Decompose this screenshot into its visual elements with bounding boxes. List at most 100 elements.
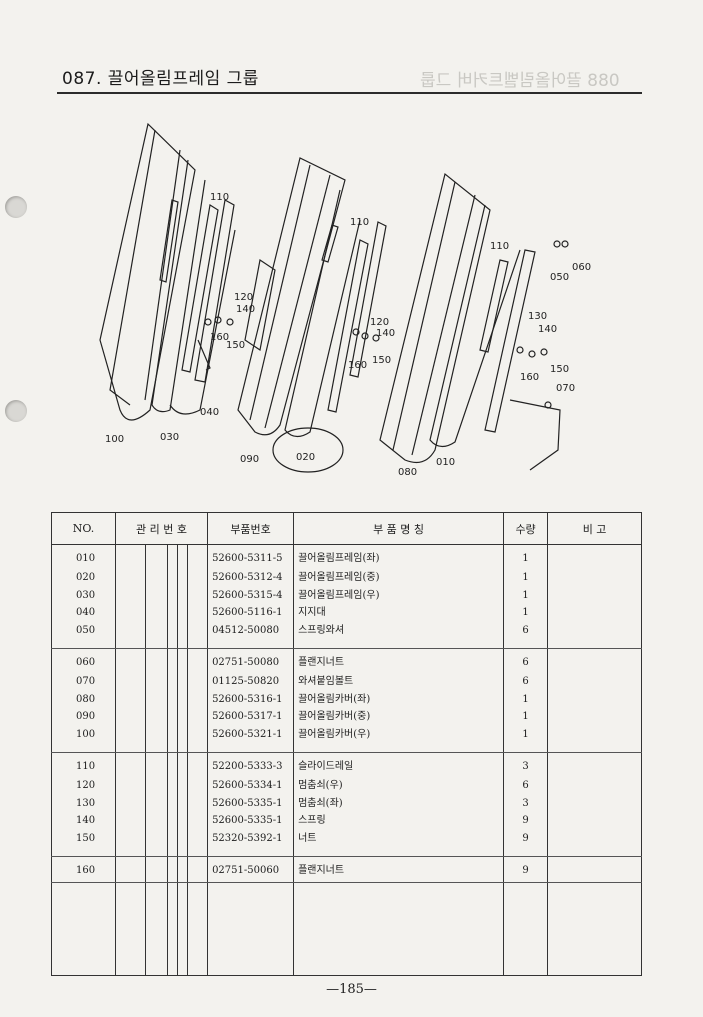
cell-remark: [547, 752, 643, 778]
cell-mgmt: [145, 856, 168, 882]
cell-part-no: 52600-5335-1: [207, 795, 295, 814]
cell-empty: [115, 882, 146, 976]
cell-name: 너트: [293, 831, 505, 858]
cell-mgmt: [145, 648, 168, 674]
cell-mgmt: [115, 605, 146, 624]
col-header-remark: 비 고: [547, 512, 643, 545]
cell-name: 끌어올림카버(좌): [293, 691, 505, 710]
cell-mgmt: [186, 752, 209, 778]
cell-mgmt: [167, 795, 178, 814]
page-title: 087. 끌어올림프레임 그룹: [62, 69, 259, 89]
cell-name: 끌어올림프레임(우): [293, 587, 505, 606]
cell-name: 끌어올림프레임(좌): [293, 544, 505, 570]
cell-name: 멈춤쇠(좌): [293, 795, 505, 814]
callout-160b: 160: [348, 360, 367, 371]
cell-mgmt: [177, 648, 188, 674]
cell-qty: 1: [503, 691, 549, 710]
cell-mgmt: [186, 709, 209, 728]
cell-mgmt: [186, 587, 209, 606]
cell-mgmt: [167, 727, 178, 754]
cell-mgmt: [186, 831, 209, 858]
cell-mgmt: [115, 831, 146, 858]
table-filler-row: [51, 882, 643, 976]
cell-mgmt: [115, 544, 146, 570]
cell-no: 010: [51, 544, 116, 570]
cell-name: 스프링: [293, 813, 505, 832]
cell-part-no: 04512-50080: [207, 623, 295, 650]
callout-130: 130: [528, 311, 547, 322]
cell-qty: 1: [503, 727, 549, 754]
cell-name: 스프링와셔: [293, 623, 505, 650]
cell-mgmt: [167, 752, 178, 778]
cell-mgmt: [177, 673, 188, 692]
cell-mgmt: [115, 777, 146, 796]
cell-mgmt: [145, 673, 168, 692]
cell-qty: 1: [503, 605, 549, 624]
cell-empty: [167, 882, 178, 976]
cell-mgmt: [167, 831, 178, 858]
callout-110c: 110: [490, 241, 509, 252]
col-header-qty: 수량: [503, 512, 549, 545]
cell-mgmt: [167, 569, 178, 588]
cell-empty: [177, 882, 188, 976]
cell-mgmt: [115, 587, 146, 606]
cell-mgmt: [115, 623, 146, 650]
callout-160c: 160: [520, 372, 539, 383]
cell-remark: [547, 856, 643, 882]
cell-empty: [547, 882, 643, 976]
col-header-mgmt: 관 리 번 호: [114, 512, 209, 545]
callout-070: 070: [556, 383, 575, 394]
cell-mgmt: [177, 691, 188, 710]
cell-qty: 1: [503, 569, 549, 588]
cell-no: 060: [51, 648, 116, 674]
cell-no: 050: [51, 623, 116, 650]
cell-mgmt: [167, 587, 178, 606]
cell-mgmt: [177, 727, 188, 754]
cell-mgmt: [115, 795, 146, 814]
cell-qty: 9: [503, 813, 549, 832]
cell-remark: [547, 727, 643, 754]
cell-remark: [547, 777, 643, 796]
cell-remark: [547, 831, 643, 858]
cell-no: 020: [51, 569, 116, 588]
cell-mgmt: [186, 813, 209, 832]
callout-140b: 140: [376, 328, 395, 339]
cell-mgmt: [177, 709, 188, 728]
cell-remark: [547, 605, 643, 624]
callout-110b: 110: [350, 217, 369, 228]
punch-hole-top: [5, 196, 27, 218]
cell-empty: [503, 882, 549, 976]
callout-120b: 120: [370, 317, 389, 328]
cell-qty: 1: [503, 544, 549, 570]
center-lift-frame-assembly: [237, 157, 387, 473]
callout-150c: 150: [550, 364, 569, 375]
cell-part-no: 01125-50820: [207, 673, 295, 692]
cell-no: 160: [51, 856, 116, 882]
cell-mgmt: [145, 777, 168, 796]
cell-mgmt: [186, 623, 209, 650]
cell-mgmt: [115, 813, 146, 832]
callout-010: 010: [436, 457, 455, 468]
cell-no: 120: [51, 777, 116, 796]
cell-mgmt: [186, 856, 209, 882]
cell-no: 040: [51, 605, 116, 624]
right-lift-frame-assembly: [99, 122, 236, 421]
cell-mgmt: [167, 777, 178, 796]
cell-empty: [293, 882, 505, 976]
cell-name: 슬라이드레일: [293, 752, 505, 778]
cell-mgmt: [115, 709, 146, 728]
page-title-block: 087. 끌어올림프레임 그룹: [62, 64, 642, 89]
cell-mgmt: [177, 831, 188, 858]
callout-150b: 150: [372, 355, 391, 366]
cell-remark: [547, 709, 643, 728]
title-underline: [57, 92, 642, 94]
cell-empty: [145, 882, 168, 976]
cell-mgmt: [145, 709, 168, 728]
cell-empty: [51, 882, 116, 976]
callout-120a: 120: [234, 292, 253, 303]
